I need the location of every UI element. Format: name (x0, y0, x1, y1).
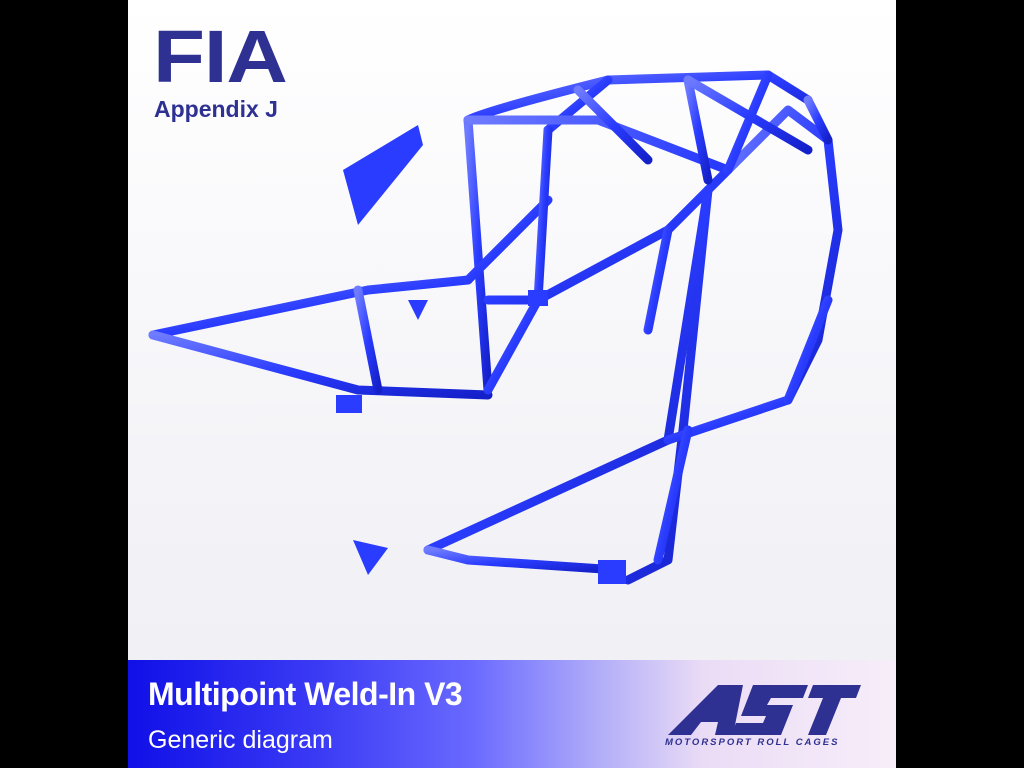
fia-logo: FIA (153, 15, 288, 98)
product-banner: Multipoint Weld-In V3 Generic diagram MO… (128, 660, 896, 768)
logo-tagline: MOTORSPORT ROLL CAGES (665, 737, 840, 748)
appendix-label: Appendix J (154, 96, 278, 122)
roll-cage-illustration (148, 70, 843, 585)
product-image: FIA Appendix J (128, 0, 896, 768)
product-subtitle: Generic diagram (148, 726, 333, 754)
product-title: Multipoint Weld-In V3 (148, 676, 463, 712)
ast-logo (668, 685, 861, 735)
